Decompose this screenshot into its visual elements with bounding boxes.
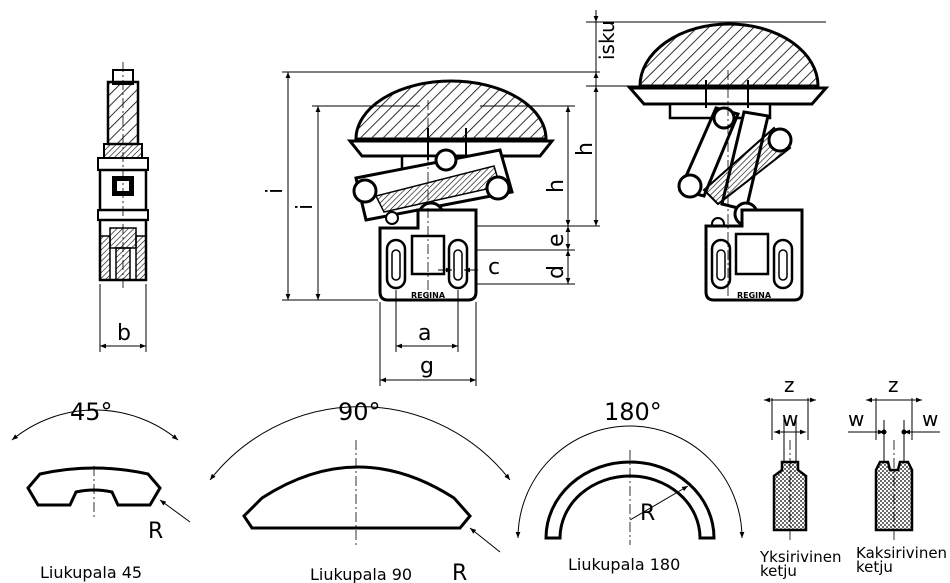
front-view-closed: REGINA (346, 79, 556, 302)
caption-liukupala-180: Liukupala 180 (568, 555, 680, 574)
liukupala-90: 90° R Liukupala 90 (209, 398, 511, 583)
dim-c-label: c (488, 255, 500, 280)
caption-liukupala-90: Liukupala 90 (310, 565, 412, 583)
side-view: b (97, 62, 149, 352)
radius-90-label: R (452, 561, 467, 583)
dim-d-label: d (544, 265, 569, 279)
dim-w-double-left-label: w (848, 407, 864, 431)
dim-z-single-label: z (784, 373, 795, 397)
angle-180-label: 180° (604, 398, 662, 426)
caption-yksirivinen-2: ketju (760, 562, 797, 580)
dim-g-label: g (420, 354, 434, 379)
caption-liukupala-45: Liukupala 45 (40, 563, 142, 582)
dim-e-label: e (544, 233, 569, 247)
dim-h-extended-label: h (573, 142, 598, 156)
dim-isku-label: isku (595, 20, 619, 60)
caption-yksirivinen-1: Yksirivinen (759, 548, 841, 566)
dim-w-single-label: w (782, 407, 798, 431)
dim-b-label: b (117, 321, 131, 346)
front-view-dimensions: i i h e d c a g (263, 71, 600, 386)
dim-a-label: a (418, 321, 431, 346)
front-view-extended: REGINA (626, 22, 830, 302)
caption-kaksirivinen-1: Kaksirivinen (856, 544, 947, 562)
angle-45-label: 45° (70, 398, 113, 426)
dim-i-outer-label: i (263, 188, 288, 194)
kaksirivinen-ketju: z w w Kaksirivinen ketju (848, 373, 947, 576)
dim-h-front-label: h (544, 179, 569, 193)
caption-kaksirivinen-2: ketju (856, 558, 893, 576)
liukupala-180: 180° R Liukupala 180 (515, 398, 745, 574)
regina-logo-extended: REGINA (737, 291, 772, 300)
dim-z-double-label: z (888, 373, 899, 397)
liukupala-45: 45° R Liukupala 45 (11, 398, 191, 582)
yksirivinen-ketju: z w Yksirivinen ketju (759, 373, 841, 580)
angle-90-label: 90° (338, 398, 381, 426)
regina-logo-front: REGINA (411, 291, 446, 300)
radius-45-label: R (148, 519, 163, 544)
dim-i-inner-label: i (293, 204, 318, 210)
dim-w-double-right-label: w (922, 407, 938, 431)
extended-dimensions: isku h (573, 10, 826, 226)
radius-180-label: R (640, 501, 655, 526)
